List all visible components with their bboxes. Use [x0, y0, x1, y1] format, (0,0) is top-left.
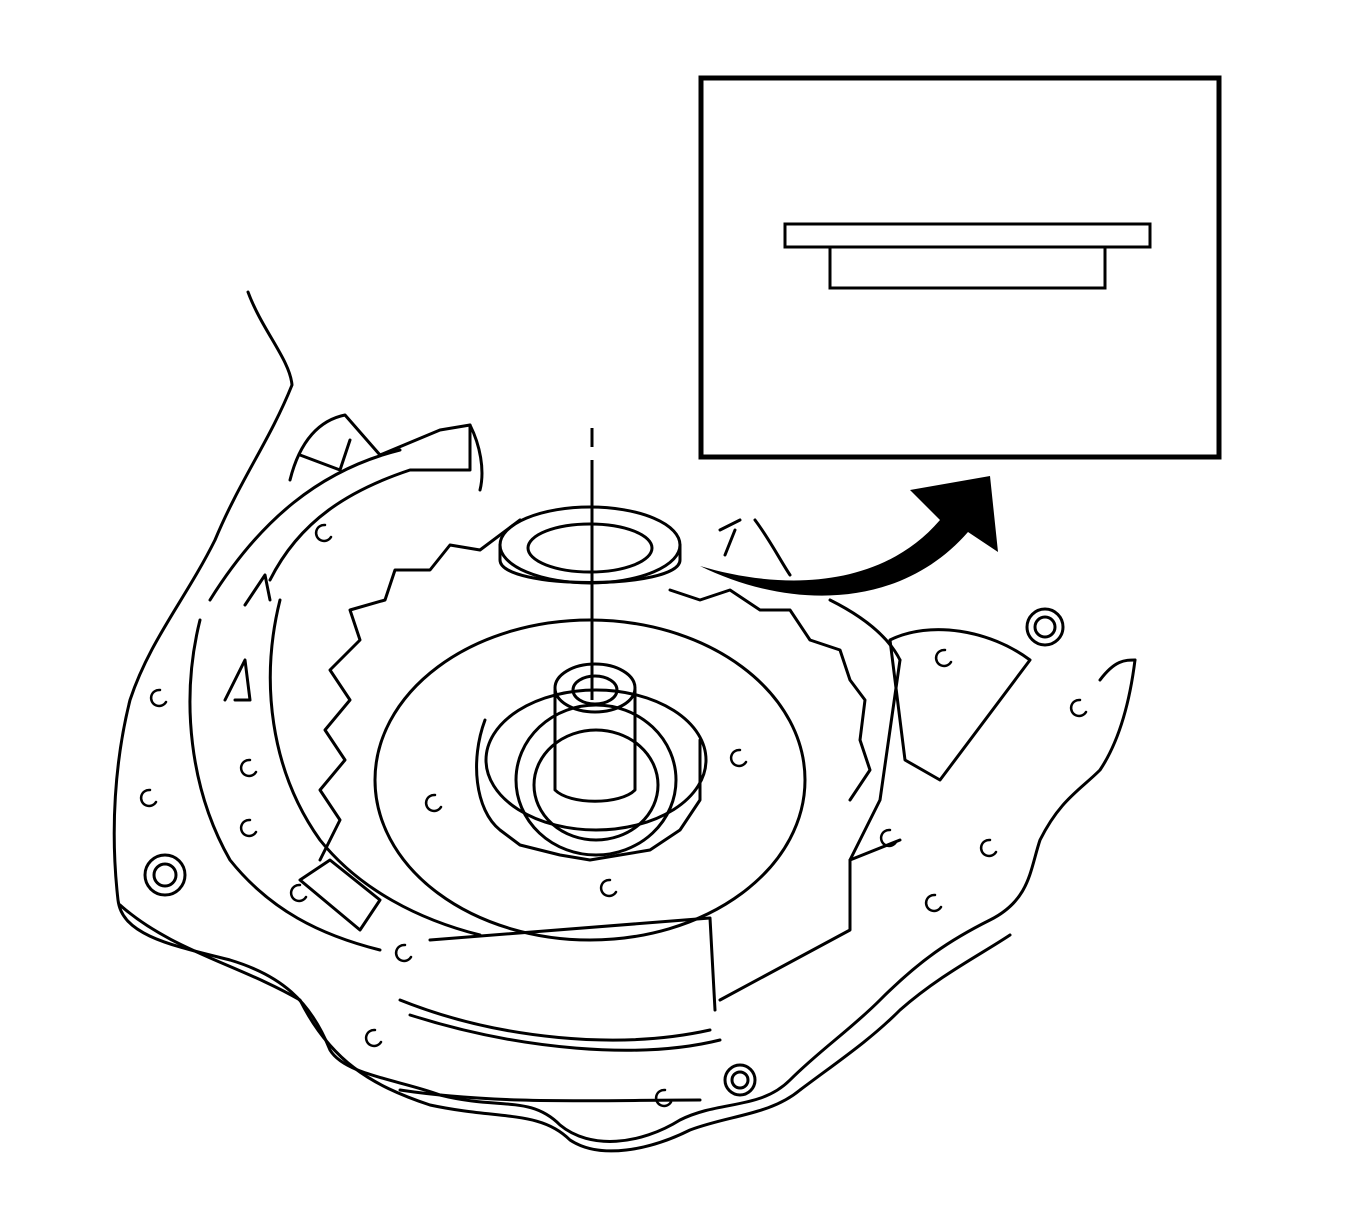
- inset-washer-flange: [783, 222, 1152, 249]
- detail-inset: [698, 75, 1222, 460]
- washer: [498, 505, 682, 585]
- inset-washer-body: [828, 245, 1107, 290]
- gear: [318, 518, 872, 942]
- curved-arrow-icon: [700, 476, 998, 596]
- shaft: [514, 662, 678, 857]
